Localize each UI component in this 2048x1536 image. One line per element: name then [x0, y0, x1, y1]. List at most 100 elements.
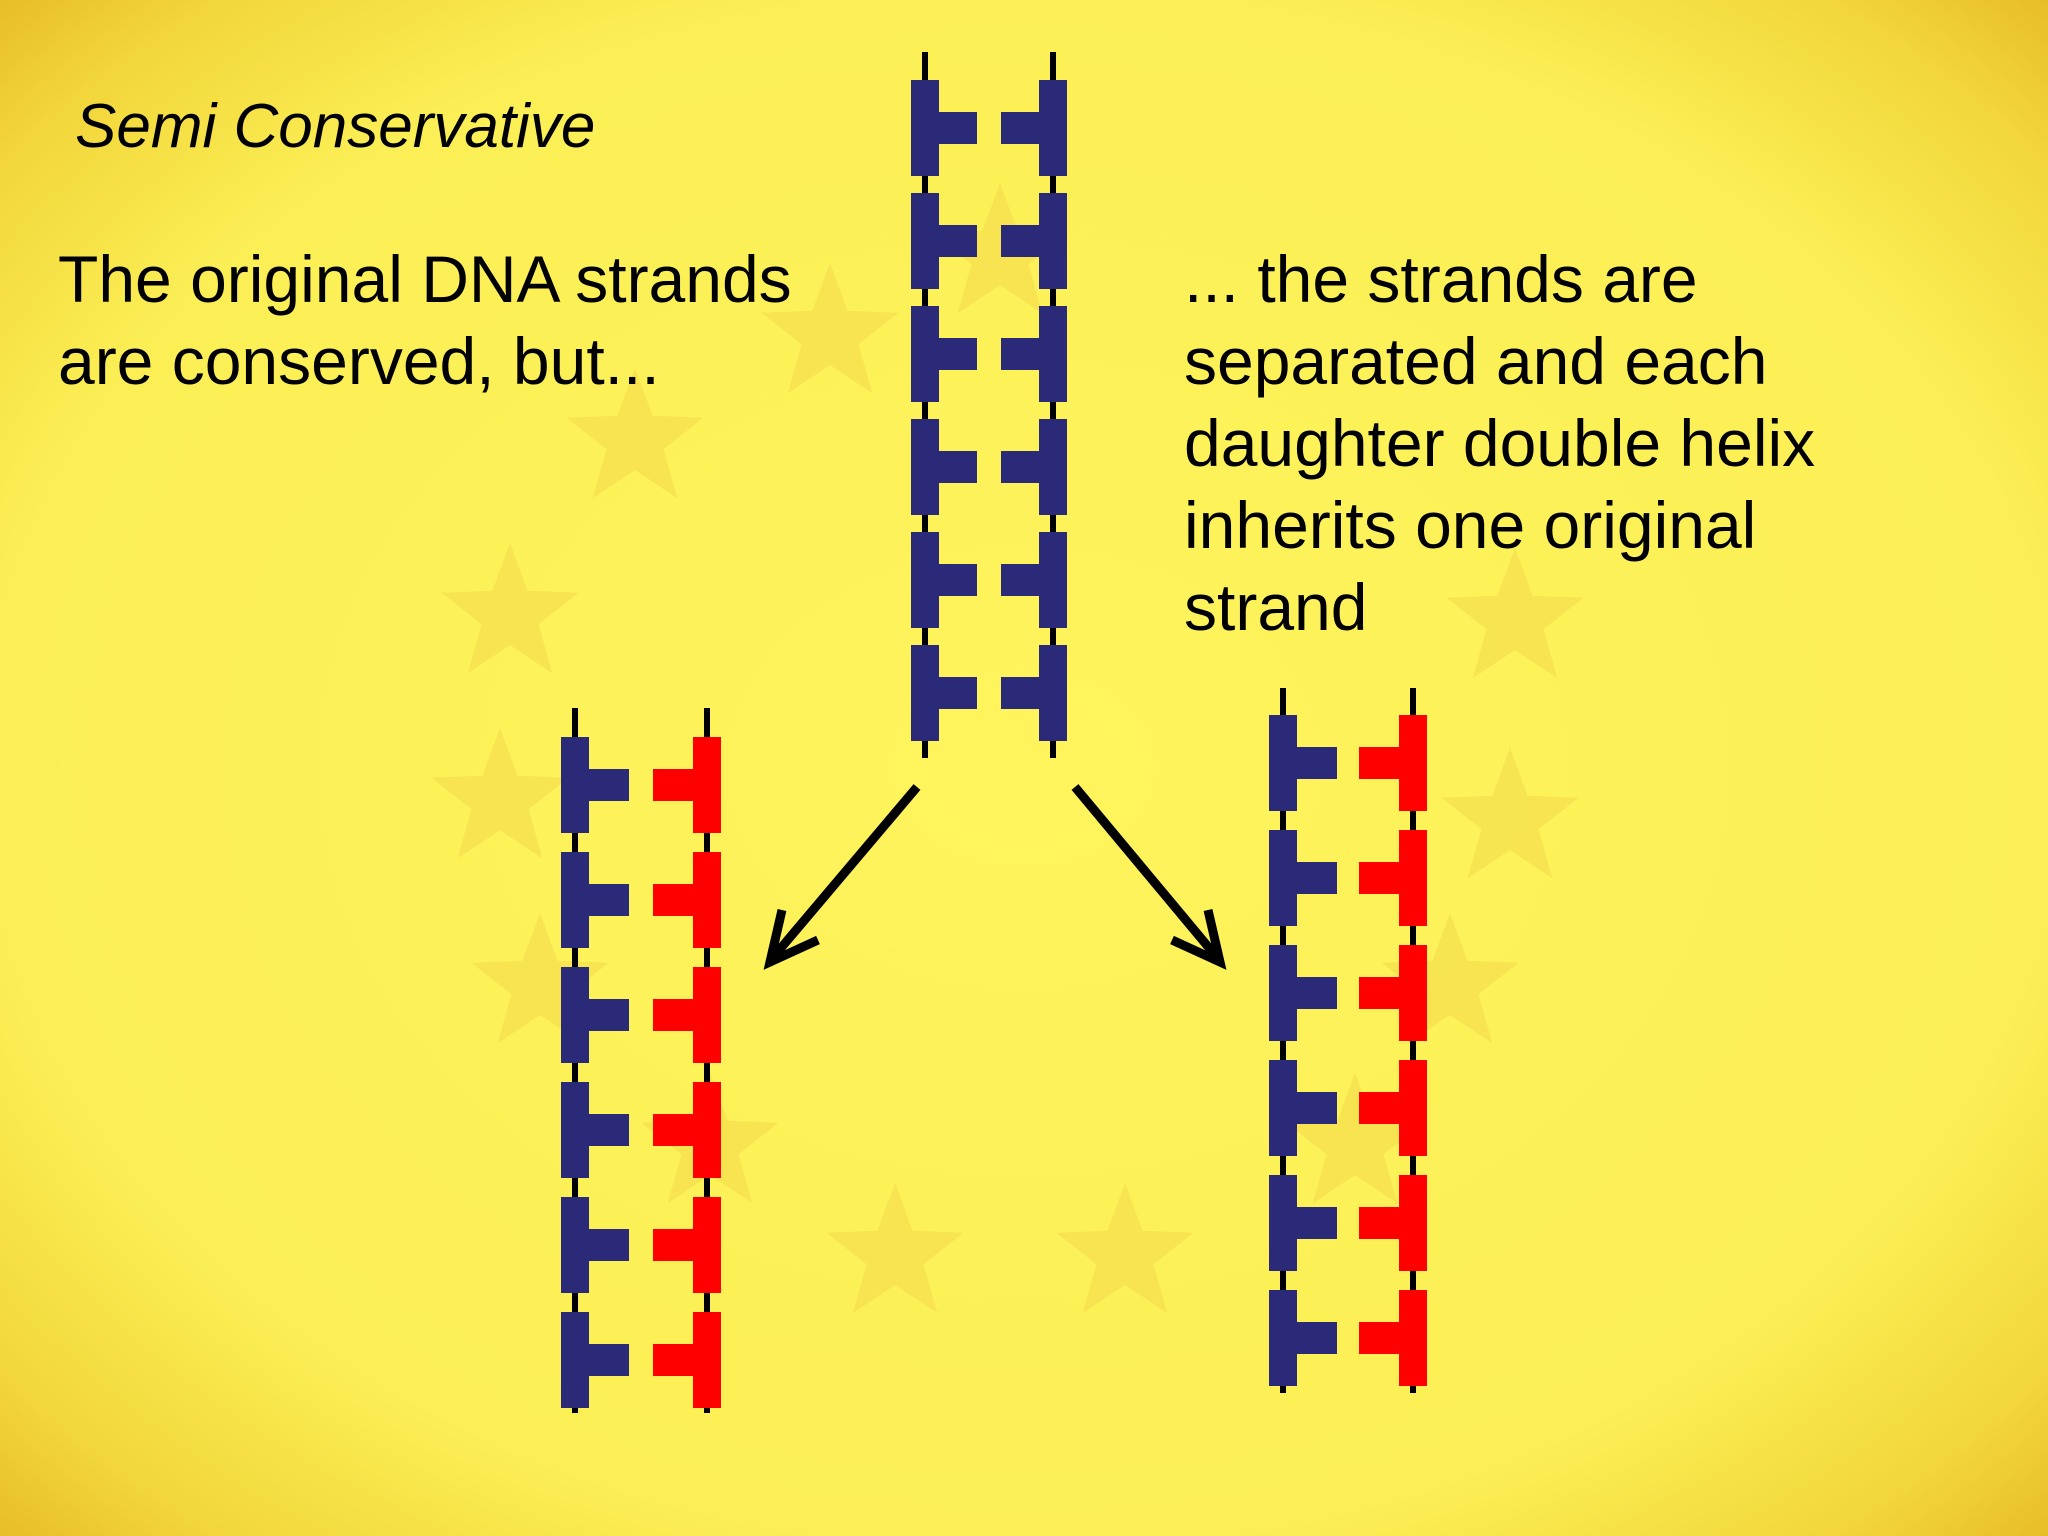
daughter-double-helix-left [561, 708, 721, 1413]
nucleotide-left-bar [561, 1197, 589, 1293]
nucleotide-left-bar [911, 645, 939, 741]
nucleotide-left-bar [561, 852, 589, 948]
daughter-double-helix-right [1269, 688, 1427, 1393]
nucleotide-right-bar [1399, 715, 1427, 811]
nucleotide-right-bar [1039, 193, 1067, 289]
base-pair [561, 1197, 721, 1293]
nucleotide-right-stem [1359, 1092, 1399, 1124]
base-pair [911, 306, 1067, 402]
nucleotide-right-stem [1001, 225, 1039, 257]
nucleotide-left-stem [1297, 747, 1337, 779]
star-icon [431, 728, 569, 859]
nucleotide-right-bar [1399, 1060, 1427, 1156]
nucleotide-right-stem [653, 884, 693, 916]
nucleotide-left-bar [1269, 1290, 1297, 1386]
nucleotide-right-stem [1001, 451, 1039, 483]
right-caption-line: ... the strands are [1184, 242, 1698, 316]
nucleotide-right-stem [1359, 862, 1399, 894]
star-icon [471, 913, 609, 1044]
nucleotide-right-bar [693, 852, 721, 948]
star-icon [566, 368, 704, 499]
nucleotide-right-bar [693, 737, 721, 833]
nucleotide-left-bar [1269, 715, 1297, 811]
base-pair [911, 419, 1067, 515]
star-icon [1381, 913, 1519, 1044]
nucleotide-left-stem [589, 769, 629, 801]
nucleotide-left-bar [561, 1312, 589, 1408]
nucleotide-right-stem [1001, 677, 1039, 709]
nucleotide-right-bar [1399, 945, 1427, 1041]
parent-double-helix [911, 52, 1067, 758]
nucleotide-right-bar [693, 1082, 721, 1178]
right-caption-line: inherits one original [1184, 488, 1757, 562]
nucleotide-left-bar [911, 532, 939, 628]
star-icon [1441, 748, 1579, 879]
right-caption-line: strand [1184, 570, 1368, 644]
nucleotide-left-bar [561, 1082, 589, 1178]
star-icon [826, 1183, 964, 1314]
base-pair [561, 1312, 721, 1408]
nucleotide-left-bar [1269, 1175, 1297, 1271]
nucleotide-left-stem [939, 112, 977, 144]
nucleotide-right-bar [693, 1312, 721, 1408]
star-icon [1056, 1183, 1194, 1314]
nucleotide-right-stem [1359, 747, 1399, 779]
arrow-to-right-daughter [1071, 784, 1227, 970]
slide-title: Semi Conservative [75, 92, 596, 161]
base-pair [561, 852, 721, 948]
nucleotide-right-stem [1001, 564, 1039, 596]
right-caption-line: separated and each [1184, 324, 1768, 398]
base-pair [561, 967, 721, 1063]
right-caption: ... the strands are separated and each d… [1184, 238, 1815, 648]
left-caption: The original DNA strands are conserved, … [58, 238, 792, 402]
nucleotide-right-stem [653, 999, 693, 1031]
nucleotide-right-stem [1001, 338, 1039, 370]
nucleotide-left-bar [911, 193, 939, 289]
nucleotide-left-bar [1269, 1060, 1297, 1156]
star-icon [1286, 1073, 1424, 1204]
nucleotide-left-bar [1269, 830, 1297, 926]
nucleotide-right-bar [1039, 306, 1067, 402]
base-pair [1269, 830, 1427, 926]
nucleotide-left-stem [589, 884, 629, 916]
nucleotide-right-stem [653, 1229, 693, 1261]
nucleotide-right-bar [693, 967, 721, 1063]
base-pair [911, 193, 1067, 289]
star-icon [1446, 548, 1584, 679]
nucleotide-left-stem [1297, 1207, 1337, 1239]
base-pair [1269, 715, 1427, 811]
arrow-to-left-daughter [763, 784, 921, 970]
nucleotide-right-bar [1039, 419, 1067, 515]
nucleotide-left-stem [589, 1229, 629, 1261]
base-pair [1269, 945, 1427, 1041]
nucleotide-right-bar [1039, 532, 1067, 628]
nucleotide-right-bar [1399, 1175, 1427, 1271]
base-pair [911, 645, 1067, 741]
nucleotide-left-stem [939, 451, 977, 483]
nucleotide-left-stem [939, 338, 977, 370]
star-icon [441, 543, 579, 674]
nucleotide-right-bar [1399, 1290, 1427, 1386]
left-caption-line: The original DNA strands [58, 242, 792, 316]
nucleotide-right-stem [653, 1344, 693, 1376]
nucleotide-left-bar [1269, 945, 1297, 1041]
nucleotide-left-stem [589, 1114, 629, 1146]
nucleotide-right-stem [1001, 112, 1039, 144]
nucleotide-right-bar [1039, 645, 1067, 741]
right-caption-line: daughter double helix [1184, 406, 1816, 480]
base-pair [911, 80, 1067, 176]
nucleotide-left-bar [561, 967, 589, 1063]
nucleotide-right-bar [1039, 80, 1067, 176]
nucleotide-left-stem [1297, 1322, 1337, 1354]
nucleotide-right-stem [653, 769, 693, 801]
nucleotide-left-bar [911, 419, 939, 515]
star-icon [761, 263, 899, 394]
nucleotide-right-stem [1359, 977, 1399, 1009]
nucleotide-left-stem [1297, 1092, 1337, 1124]
nucleotide-right-bar [693, 1197, 721, 1293]
nucleotide-right-bar [1399, 830, 1427, 926]
left-caption-line: are conserved, but... [58, 324, 660, 398]
base-pair [1269, 1175, 1427, 1271]
nucleotide-left-stem [1297, 977, 1337, 1009]
nucleotide-left-bar [911, 306, 939, 402]
